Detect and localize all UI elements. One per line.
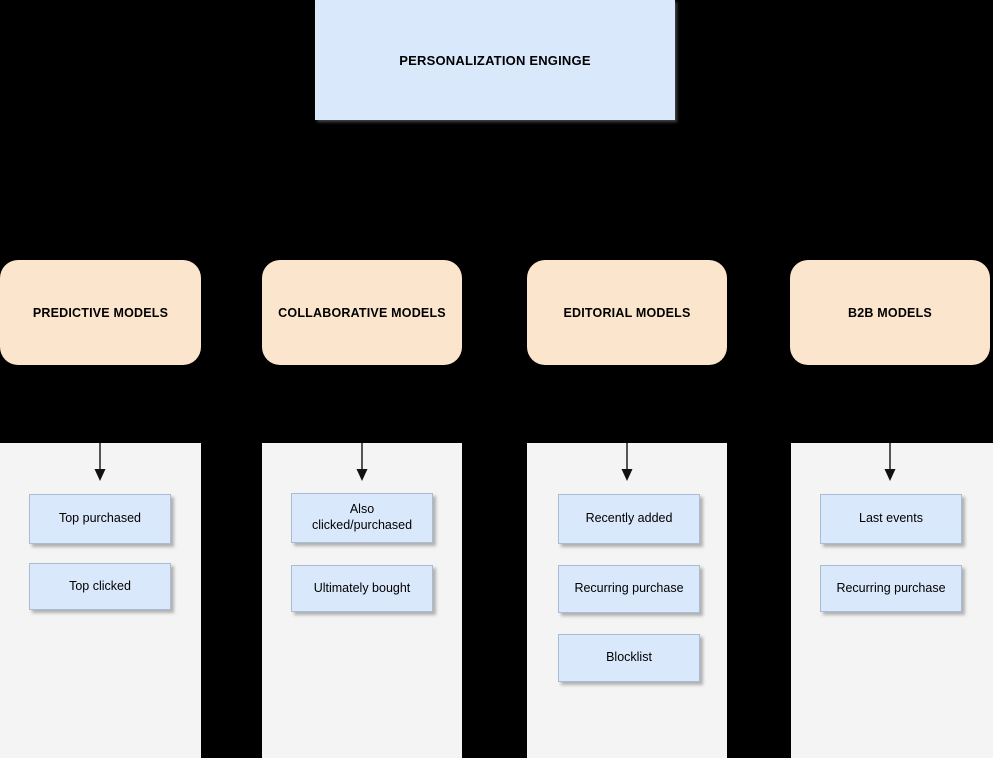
item-label-top-clicked: Top clicked [69,578,131,593]
personalization-engine-box[interactable]: PERSONALIZATION ENGINGE [315,0,675,120]
arrow-editorial-to-items [615,443,639,483]
item-label-recurring-purchase-editorial: Recurring purchase [574,581,684,596]
arrow-b2b-to-items [878,443,902,483]
item-label-recently-added: Recently added [585,511,673,526]
item-box-also-clicked-purchased[interactable]: Also clicked/purchased [291,493,433,543]
model-box-predictive[interactable]: PREDICTIVE MODELS [0,260,201,365]
item-label-recurring-purchase-b2b: Recurring purchase [836,580,946,595]
model-label-collaborative: COLLABORATIVE MODELS [278,305,446,320]
item-label-blocklist: Blocklist [606,650,652,665]
item-label-last-events: Last events [859,511,923,526]
model-box-editorial[interactable]: EDITORIAL MODELS [527,260,727,365]
item-label-ultimately-bought: Ultimately bought [313,580,411,595]
model-label-editorial: EDITORIAL MODELS [563,305,691,320]
model-box-collaborative[interactable]: COLLABORATIVE MODELS [262,260,462,365]
item-box-top-purchased[interactable]: Top purchased [29,494,171,544]
item-box-recurring-purchase-editorial[interactable]: Recurring purchase [558,565,700,613]
arrow-collaborative-to-items [350,443,374,483]
model-label-b2b: B2B MODELS [848,305,932,320]
model-box-b2b[interactable]: B2B MODELS [790,260,990,365]
arrow-predictive-to-items [88,443,112,483]
item-box-ultimately-bought[interactable]: Ultimately bought [291,565,433,612]
item-box-blocklist[interactable]: Blocklist [558,634,700,682]
item-box-top-clicked[interactable]: Top clicked [29,563,171,610]
item-label-also-clicked-purchased: Also clicked/purchased [311,502,413,532]
personalization-engine-label: PERSONALIZATION ENGINGE [399,52,591,68]
item-box-recently-added[interactable]: Recently added [558,494,700,544]
item-label-top-purchased: Top purchased [58,511,141,526]
model-label-predictive: PREDICTIVE MODELS [32,305,169,320]
item-box-last-events[interactable]: Last events [820,494,962,544]
item-box-recurring-purchase-b2b[interactable]: Recurring purchase [820,565,962,612]
